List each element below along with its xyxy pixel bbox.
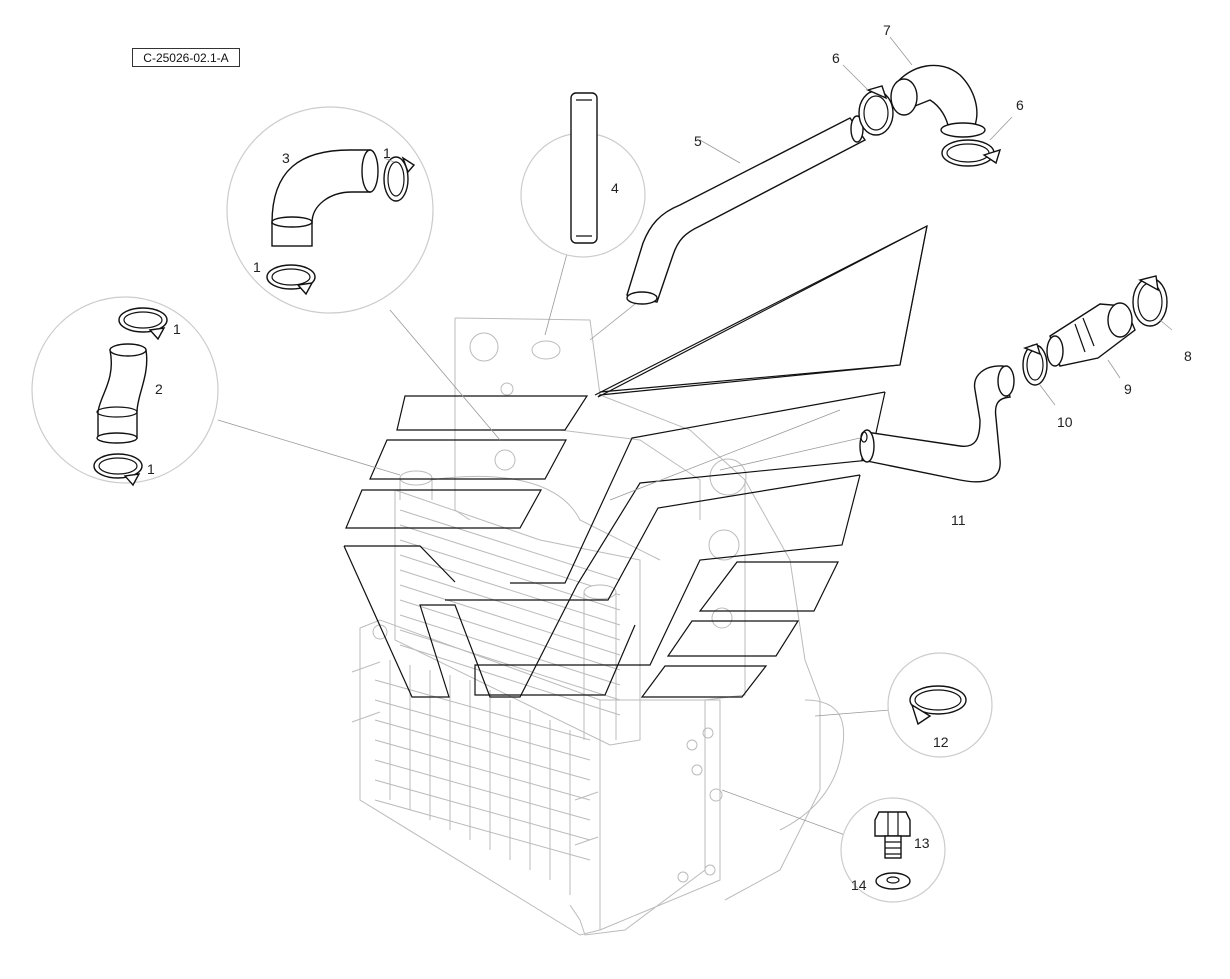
callout-13: 13 bbox=[914, 835, 930, 851]
callout-1: 1 bbox=[253, 259, 261, 275]
callout-4: 4 bbox=[611, 180, 619, 196]
overlay-outlines bbox=[343, 224, 928, 698]
callout-14: 14 bbox=[851, 877, 867, 893]
hose-clamp-icon bbox=[909, 685, 967, 726]
hose-reducer-9 bbox=[1046, 302, 1136, 367]
pipe-11 bbox=[859, 365, 1015, 483]
callout-10: 10 bbox=[1057, 414, 1073, 430]
callout-5: 5 bbox=[694, 133, 702, 149]
hose-clamp-icon bbox=[383, 156, 416, 202]
callout-3: 3 bbox=[282, 150, 290, 166]
callout-8: 8 bbox=[1184, 348, 1192, 364]
detail-circle-gasket-4 bbox=[520, 92, 646, 258]
radiator-fins-ghost bbox=[374, 660, 591, 895]
callout-12: 12 bbox=[933, 734, 949, 750]
hose-clamp-6b bbox=[941, 139, 1002, 167]
callout-6: 6 bbox=[832, 50, 840, 66]
hose-clamp-8 bbox=[1132, 275, 1168, 327]
hose-clamp-6a bbox=[858, 85, 894, 136]
callout-labels: 1 1 1 1 2 3 4 5 6 6 7 8 9 10 11 12 13 14 bbox=[147, 22, 1192, 893]
pipe-5 bbox=[626, 115, 867, 305]
elbow-hose-7 bbox=[890, 64, 986, 138]
callout-2: 2 bbox=[155, 381, 163, 397]
hose-clamp-icon bbox=[118, 307, 168, 341]
callout-leaders bbox=[842, 36, 1173, 406]
callout-11: 11 bbox=[951, 512, 966, 528]
callout-7: 7 bbox=[883, 22, 891, 38]
detail-circle-bolt-13-14 bbox=[840, 797, 946, 903]
hose-clamp-10 bbox=[1022, 343, 1048, 386]
callout-1: 1 bbox=[383, 145, 391, 161]
detail-circle-hose-2 bbox=[31, 296, 219, 487]
detail-circle-hose-3 bbox=[226, 106, 434, 314]
detail-circle-clamp-12 bbox=[887, 652, 993, 758]
radiator-assembly-ghost bbox=[351, 317, 845, 936]
callout-9: 9 bbox=[1124, 381, 1132, 397]
callout-1: 1 bbox=[147, 461, 155, 477]
hose-clamp-icon bbox=[266, 264, 316, 296]
callout-1: 1 bbox=[173, 321, 181, 337]
reference-code-label: C-25026-02.1-A bbox=[132, 48, 240, 67]
hose-clamp-icon bbox=[93, 453, 143, 487]
bolt-icon bbox=[874, 811, 911, 859]
charge-air-cooler-ghost bbox=[394, 470, 641, 746]
callout-6: 6 bbox=[1016, 97, 1024, 113]
washer-icon bbox=[875, 872, 911, 890]
